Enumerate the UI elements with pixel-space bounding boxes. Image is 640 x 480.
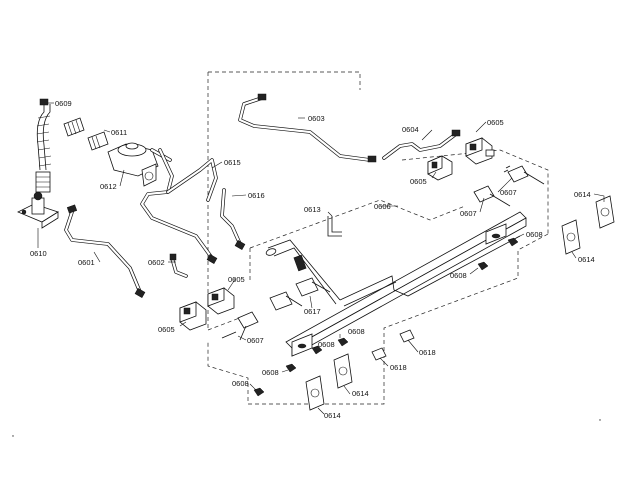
gas-tube-0616-part — [220, 188, 246, 250]
pressure-regulator-part — [107, 142, 172, 187]
callout-0614-c: 0614 — [324, 411, 341, 420]
callout-0605-c: 0605 — [487, 118, 504, 127]
scan-speck — [12, 435, 14, 437]
callout-0605-d: 0605 — [410, 177, 427, 186]
nut-0608-c — [337, 337, 349, 347]
callout-0618-b: 0618 — [419, 348, 436, 357]
tube-fitting-0602-part — [169, 253, 188, 278]
callout-0608-e: 0608 — [262, 368, 279, 377]
callout-0614-b: 0614 — [578, 255, 595, 264]
callout-0602: 0602 — [148, 258, 165, 267]
callout-0608-d: 0608 — [318, 340, 335, 349]
leader-lines — [37, 102, 605, 415]
callout-0616: 0616 — [248, 191, 265, 200]
flex-hose-part — [35, 98, 52, 193]
callout-0604: 0604 — [402, 125, 419, 134]
knob-plate-0614-lower-left — [305, 375, 325, 411]
gas-tube-0604-part — [382, 129, 461, 160]
fitting-nipple-part — [63, 117, 109, 151]
callout-0601: 0601 — [78, 258, 95, 267]
assembly-outline-burner — [207, 71, 466, 331]
callout-0607-a: 0607 — [500, 188, 517, 197]
valve-stem-0607-left — [221, 311, 259, 341]
clip-0618-b — [399, 329, 415, 343]
nut-0608-b — [477, 261, 489, 271]
valve-stem-0607-right — [473, 185, 511, 207]
callout-0605-a: 0605 — [228, 275, 245, 284]
clip-0618-a — [371, 347, 387, 361]
knob-plate-0614-right-lower — [561, 219, 581, 255]
nut-0608-e — [285, 363, 297, 373]
callout-0615: 0615 — [224, 158, 241, 167]
assembly-outline-manifold — [207, 149, 549, 405]
clip-0613-part — [327, 216, 342, 237]
gas-tube-0601-part — [64, 204, 146, 298]
callout-0608-b: 0608 — [450, 271, 467, 280]
gas-tube-0603-part — [238, 93, 377, 163]
callout-0613: 0613 — [304, 205, 321, 214]
valve-0605-left — [179, 301, 207, 331]
callout-0618-a: 0618 — [390, 363, 407, 372]
knob-plate-0614-lower-right — [333, 353, 353, 389]
callout-0614-d: 0614 — [352, 389, 369, 398]
callout-0607-b: 0607 — [460, 209, 477, 218]
scan-speck — [599, 419, 601, 421]
valve-stem-0607-center — [269, 277, 331, 311]
manifold-bar-part — [285, 211, 527, 357]
callout-0603: 0603 — [308, 114, 325, 123]
callout-0608-a: 0608 — [526, 230, 543, 239]
callout-0614-a: 0614 — [574, 190, 591, 199]
mounting-bracket-part — [17, 191, 59, 229]
burner-tube-part — [265, 239, 341, 305]
callout-0605-b: 0605 — [158, 325, 175, 334]
valve-0605-right — [465, 137, 495, 165]
callout-0606: 0606 — [374, 202, 391, 211]
callout-labels: 0609 0611 0612 0610 0601 0602 0615 0616 … — [30, 99, 595, 420]
valve-stem-0607-topright — [503, 165, 545, 185]
valve-0605-mid — [207, 287, 235, 315]
knob-plate-0614-right-upper — [595, 195, 615, 229]
callout-0610: 0610 — [30, 249, 47, 258]
callout-0611: 0611 — [111, 128, 127, 137]
valve-0605-center — [427, 155, 453, 181]
nut-0608-a — [507, 237, 519, 247]
callout-0607-c: 0607 — [247, 336, 264, 345]
callout-0617: 0617 — [304, 307, 321, 316]
callout-0608-c: 0608 — [348, 327, 365, 336]
gas-tube-0615-part — [140, 148, 218, 264]
callout-0612: 0612 — [100, 182, 117, 191]
nut-0608-f — [253, 387, 265, 397]
callout-0608-f: 0608 — [232, 379, 249, 388]
callout-0609: 0609 — [55, 99, 72, 108]
